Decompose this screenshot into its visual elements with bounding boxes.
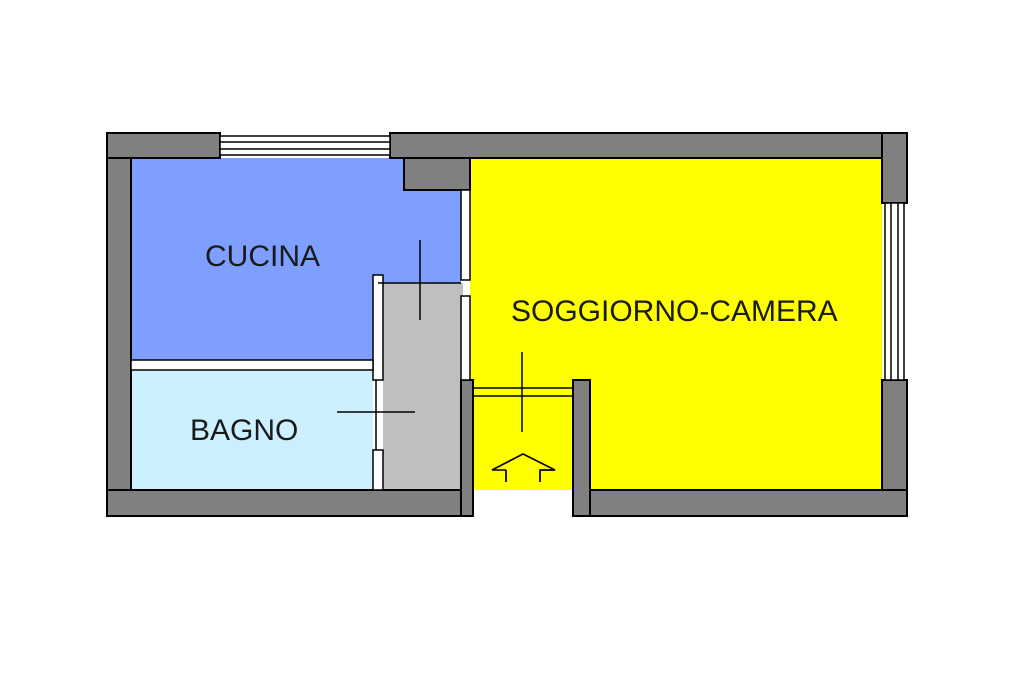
window-right — [884, 202, 905, 381]
entry-door — [473, 387, 573, 397]
window-top — [219, 135, 391, 156]
room-bagno — [131, 370, 373, 490]
label-soggiorno-camera: SOGGIORNO-CAMERA — [511, 295, 838, 328]
room-corridor — [383, 283, 463, 490]
room-soggiorno-entry — [470, 380, 590, 490]
label-cucina: CUCINA — [205, 240, 320, 273]
partitions — [130, 189, 471, 491]
label-bagno: BAGNO — [190, 414, 298, 447]
entrance-arrow-icon — [491, 453, 556, 482]
fixture-marks — [337, 240, 523, 450]
